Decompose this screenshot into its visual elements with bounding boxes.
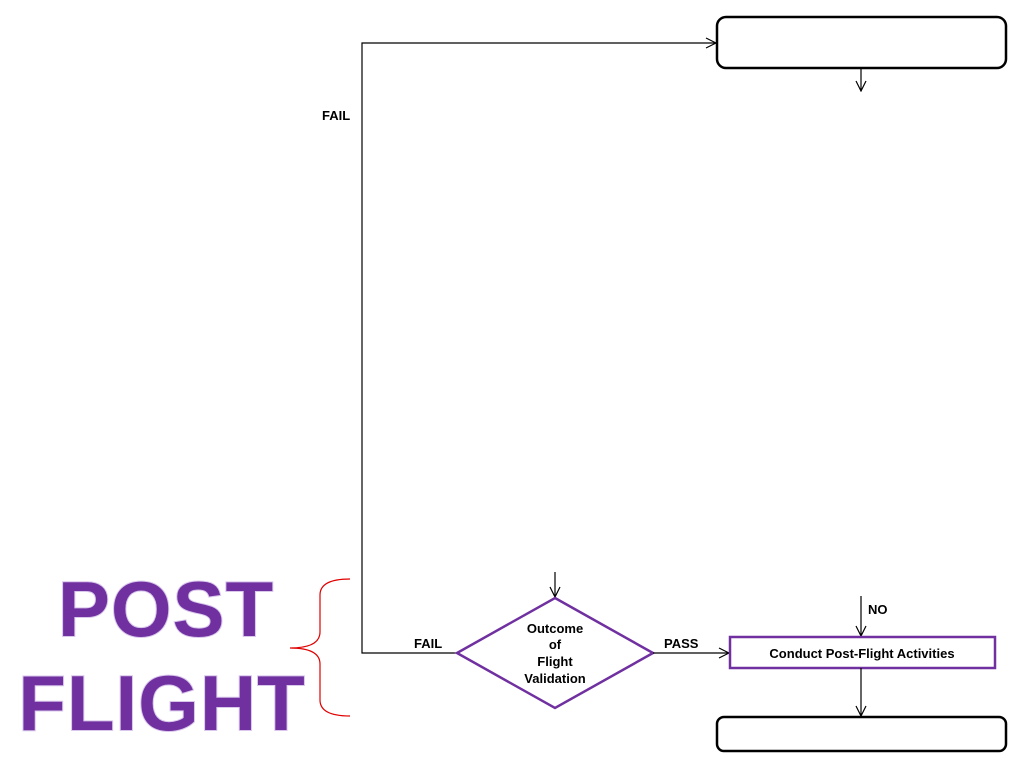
post-flight-activities-label: Conduct Post-Flight Activities — [769, 646, 954, 661]
decision-line-2: of — [549, 637, 562, 652]
bottom-process-box[interactable] — [715, 715, 1008, 753]
section-title-flight: FLIGHT — [18, 659, 306, 747]
fail-upper-label: FAIL — [322, 108, 350, 123]
decision-diamond[interactable] — [454, 596, 656, 710]
decision-line-1: Outcome — [527, 621, 583, 636]
top-process-box[interactable] — [715, 15, 1008, 70]
connector-fail-loop — [361, 43, 716, 654]
section-title-post: POST — [58, 565, 274, 653]
decision-line-3: Flight — [537, 654, 573, 669]
fail-left-label: FAIL — [414, 636, 442, 651]
no-label: NO — [868, 602, 888, 617]
decision-line-4: Validation — [524, 671, 585, 686]
section-bracket — [289, 578, 351, 717]
post-flight-activities-box[interactable] — [728, 635, 997, 670]
pass-label: PASS — [664, 636, 699, 651]
